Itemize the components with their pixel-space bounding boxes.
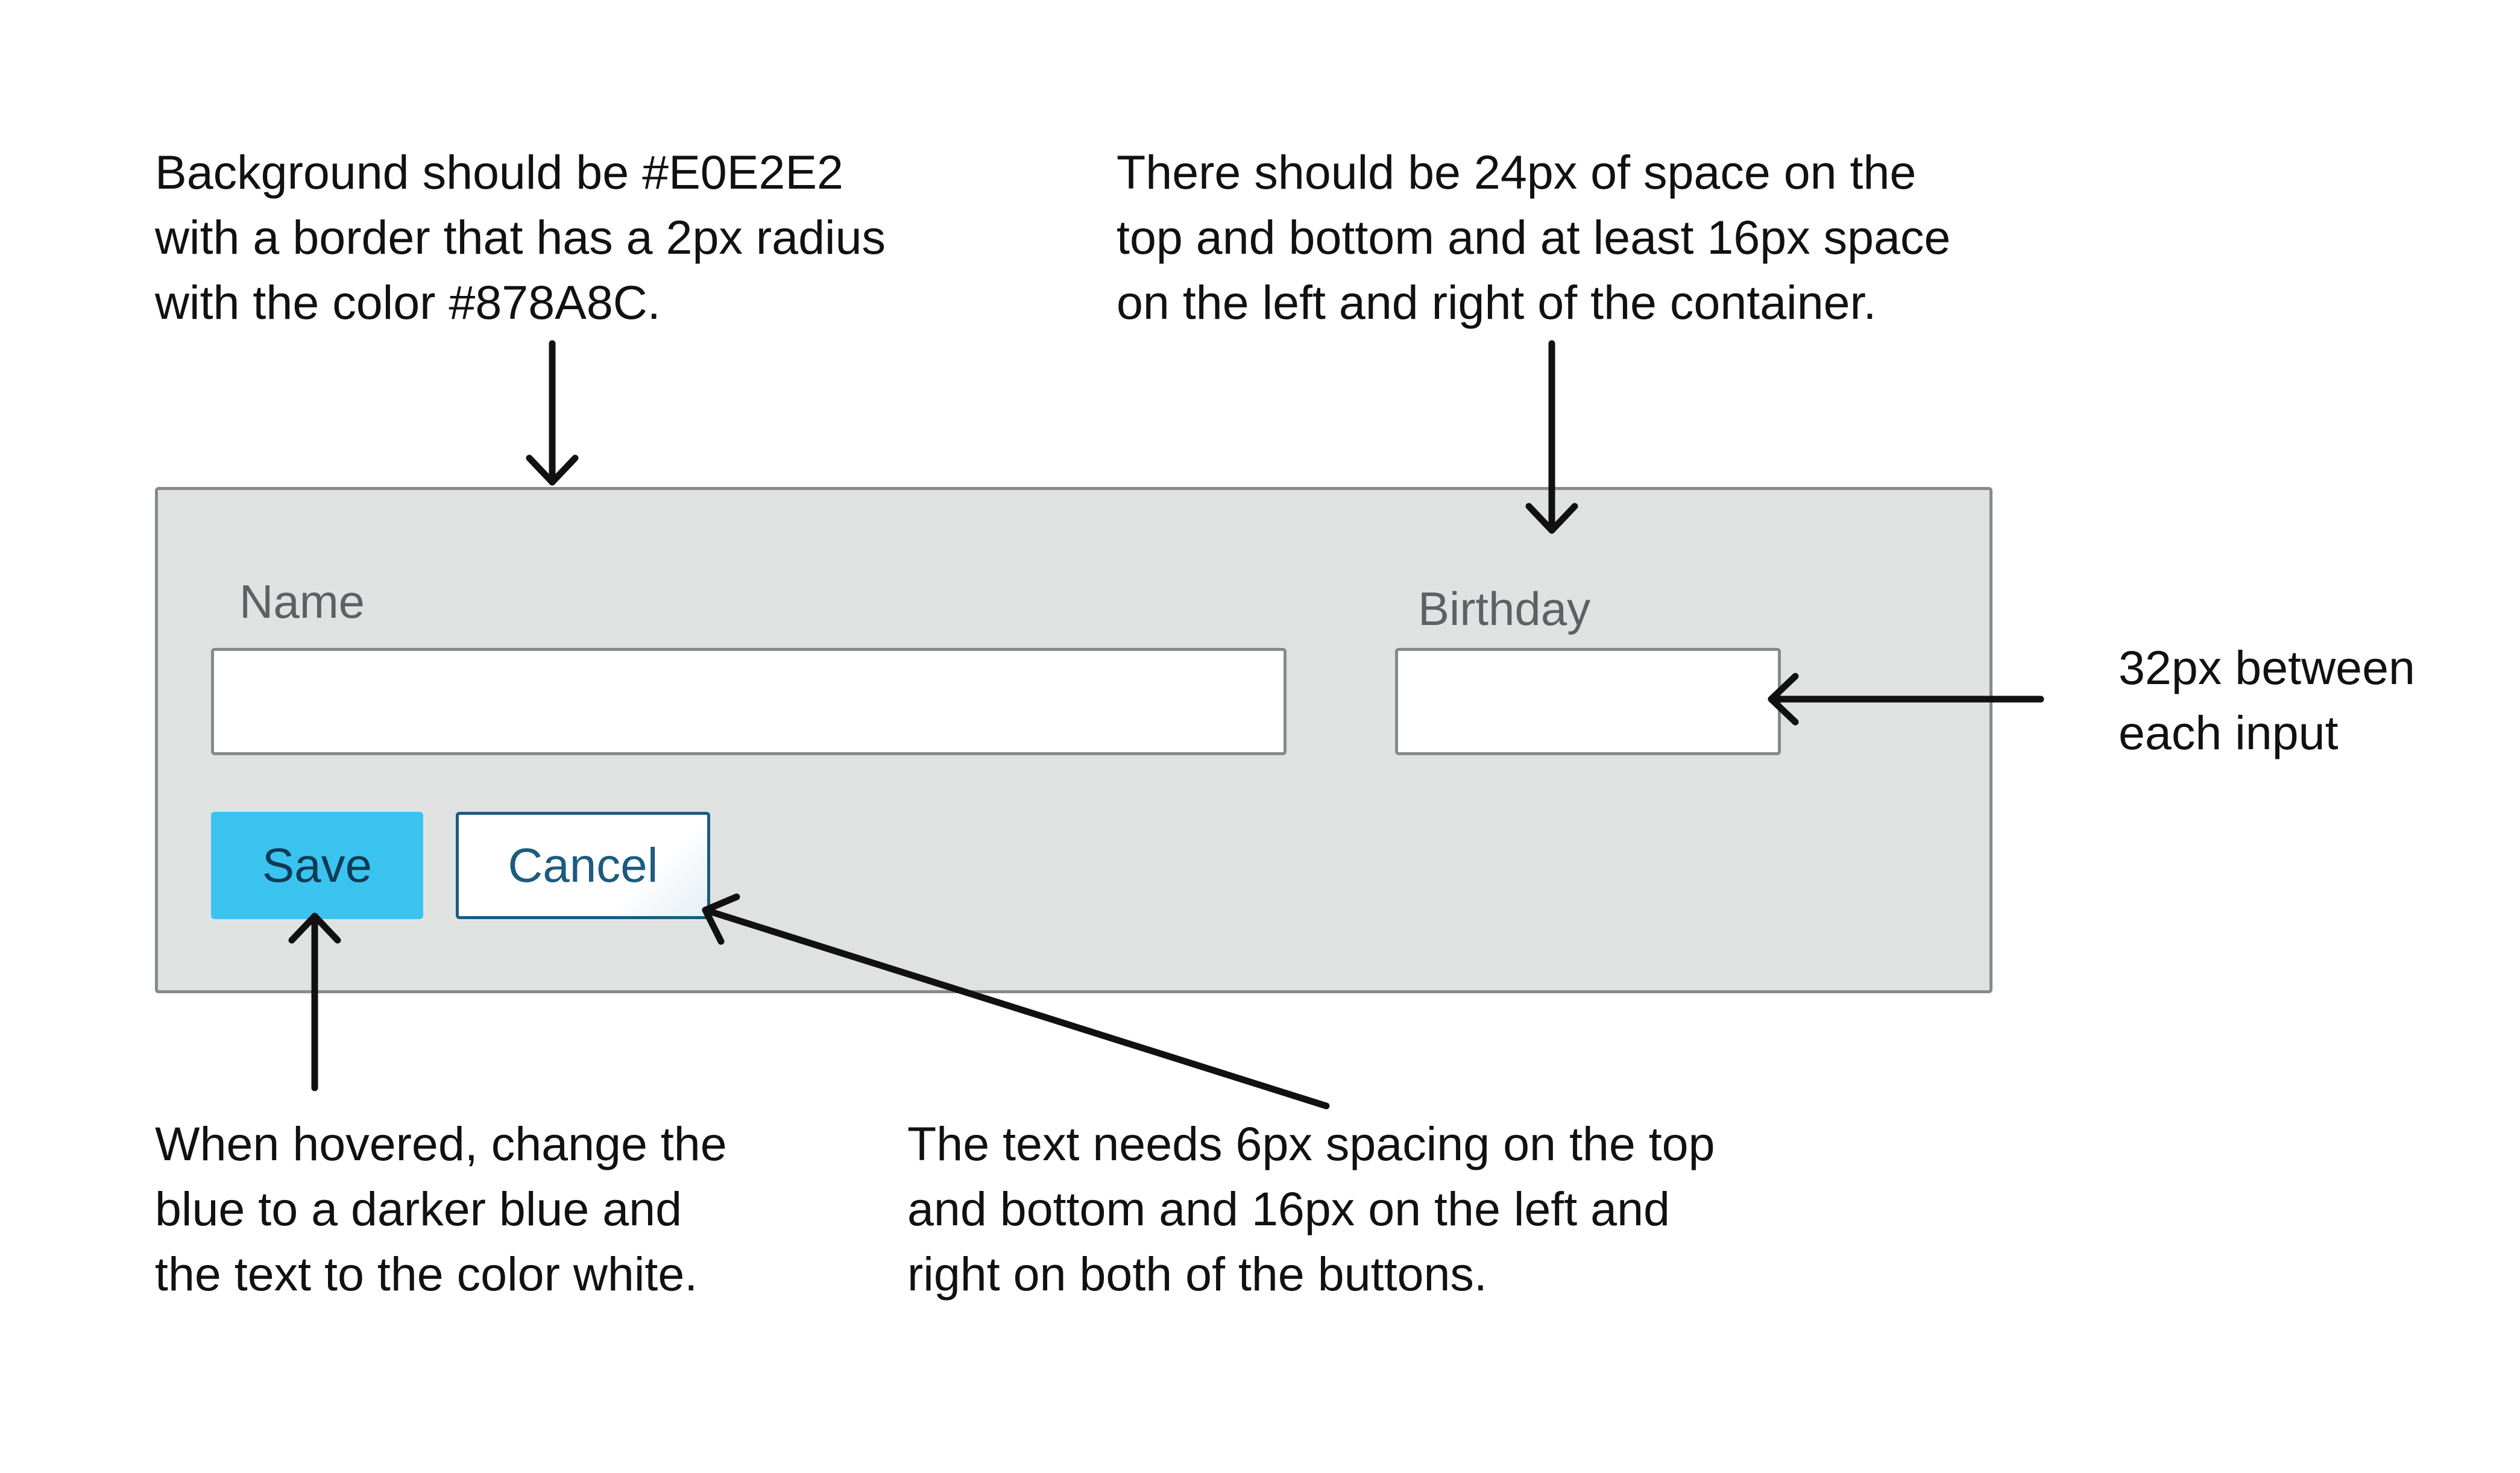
name-input[interactable]: [211, 648, 1287, 755]
annotation-input-gap: 32px between each input: [2118, 641, 2415, 759]
annotation-background: Background should be #E0E2E2 with a bord…: [155, 145, 886, 329]
annotation-button-padding: The text needs 6px spacing on the top an…: [907, 1117, 1715, 1301]
annotation-hover: When hovered, change the blue to a darke…: [155, 1117, 727, 1301]
save-button[interactable]: Save: [211, 812, 423, 919]
form-container: Name Birthday Save Cancel: [155, 487, 1992, 993]
arrow-down-icon: [526, 340, 579, 486]
cancel-button[interactable]: Cancel: [456, 812, 710, 919]
birthday-input[interactable]: [1395, 648, 1781, 755]
birthday-label: Birthday: [1418, 582, 1591, 635]
annotation-spacing: There should be 24px of space on the top…: [1117, 145, 1951, 329]
name-label: Name: [239, 575, 365, 628]
